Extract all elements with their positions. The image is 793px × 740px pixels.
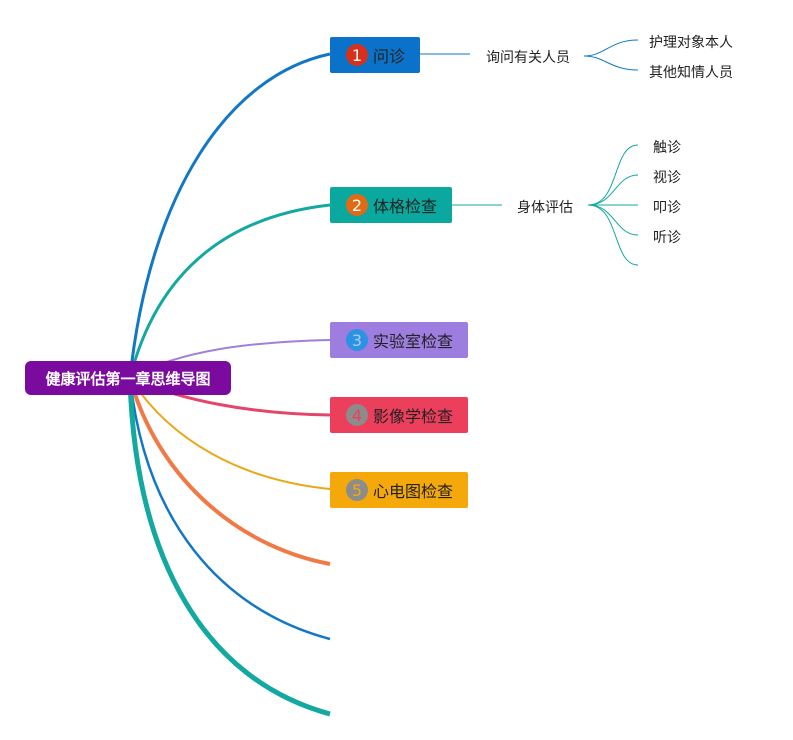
- number-3-icon: 3: [346, 329, 368, 351]
- subtopic-xunwen[interactable]: 询问有关人员: [486, 50, 570, 66]
- leaf-line-2d: [587, 204, 639, 236]
- topic-yingxiangxue-jiancha[interactable]: 4 影像学检查: [330, 397, 468, 433]
- root-topic-label: 健康评估第一章思维导图: [45, 369, 211, 388]
- root-topic[interactable]: 健康评估第一章思维导图: [25, 361, 231, 395]
- leaf-line-1a: [583, 39, 639, 57]
- leaf-line-2e: [587, 204, 639, 266]
- leaf-qita-zhiqing[interactable]: 其他知情人员: [649, 65, 733, 81]
- topic-label: 体格检查: [373, 197, 438, 216]
- topic-wenzhen[interactable]: 1 问诊: [330, 37, 420, 73]
- number-2-icon: 2: [346, 194, 368, 216]
- branch-line-empty-3: [127, 377, 331, 717]
- number-4-text: 4: [351, 405, 363, 425]
- leaf-line-1b: [583, 55, 639, 71]
- branch-line-empty-1: [128, 377, 331, 566]
- number-3-text: 3: [351, 330, 363, 350]
- leaf-line-2b: [587, 174, 639, 206]
- branch-line-empty-2: [128, 377, 331, 641]
- topic-label: 实验室检查: [373, 332, 454, 351]
- number-4-icon: 4: [346, 404, 368, 426]
- leaf-kouzhen[interactable]: 叩诊: [653, 200, 681, 216]
- leaf-line-2a: [587, 144, 639, 206]
- topic-label: 心电图检查: [373, 482, 454, 501]
- subtopic-shenti-pinggu[interactable]: 身体评估: [517, 200, 573, 216]
- topic-label: 影像学检查: [373, 407, 454, 426]
- branch-line-5: [129, 377, 331, 490]
- number-5-text: 5: [351, 480, 363, 500]
- branch-line-2: [128, 203, 331, 379]
- leaf-huli-duixiang[interactable]: 护理对象本人: [649, 35, 733, 51]
- number-1-icon: 1: [346, 44, 368, 66]
- number-5-icon: 5: [346, 479, 368, 501]
- leaf-shizhen[interactable]: 视诊: [653, 170, 681, 186]
- topic-shiyanshi-jiancha[interactable]: 3 实验室检查: [330, 322, 468, 358]
- topic-xindiantu-jiancha[interactable]: 5 心电图检查: [330, 472, 468, 508]
- leaf-tingzhen[interactable]: 听诊: [653, 230, 681, 246]
- topic-tige-jiancha[interactable]: 2 体格检查: [330, 187, 452, 223]
- branch-line-1: [128, 52, 331, 379]
- leaf-chuzhen[interactable]: 触诊: [653, 140, 681, 156]
- topic-label: 问诊: [373, 47, 406, 66]
